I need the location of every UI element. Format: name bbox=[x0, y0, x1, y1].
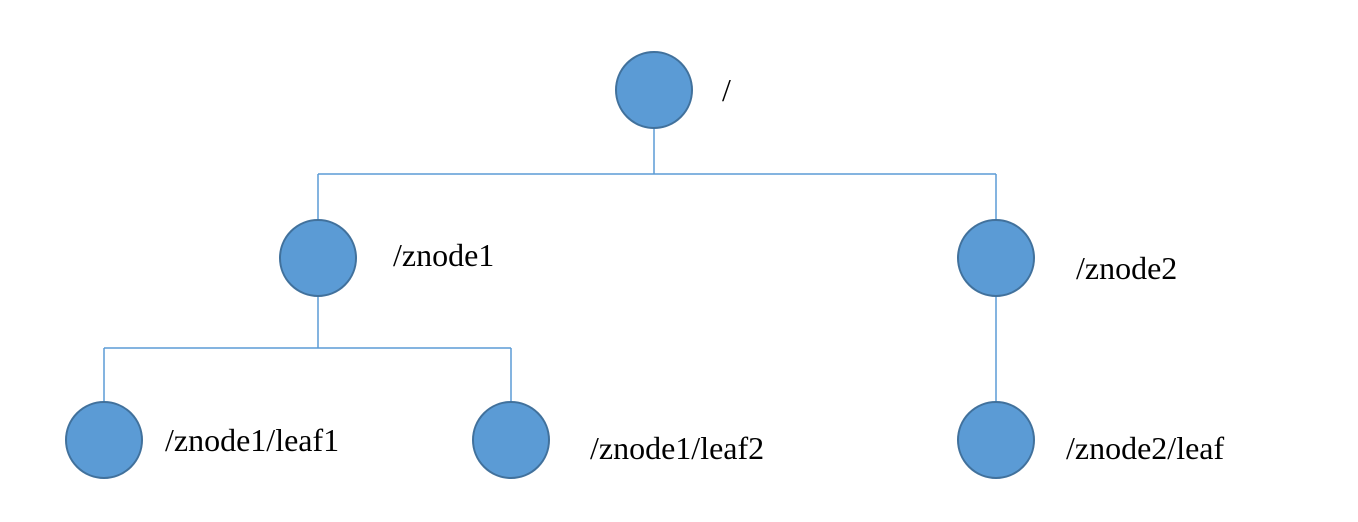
node-circle-znode1-leaf1 bbox=[65, 401, 143, 479]
node-znode2-leaf: /znode2/leaf bbox=[957, 401, 1224, 479]
node-circle-znode2-leaf bbox=[957, 401, 1035, 479]
connector-root-children bbox=[317, 128, 997, 220]
node-label-znode2-leaf: /znode2/leaf bbox=[1066, 430, 1224, 466]
node-label-znode2: /znode2 bbox=[1076, 250, 1177, 286]
node-circle-znode2 bbox=[957, 219, 1035, 297]
node-label-root: / bbox=[722, 72, 731, 108]
node-label-znode1-leaf1: /znode1/leaf1 bbox=[165, 422, 339, 458]
connectors bbox=[103, 128, 997, 402]
node-znode2: /znode2 bbox=[957, 219, 1177, 297]
node-label-znode1: /znode1 bbox=[393, 237, 494, 273]
node-znode1-leaf1: /znode1/leaf1 bbox=[65, 401, 339, 479]
node-znode1-leaf2: /znode1/leaf2 bbox=[472, 401, 764, 479]
node-circle-root bbox=[615, 51, 693, 129]
node-circle-znode1 bbox=[279, 219, 357, 297]
node-label-znode1-leaf2: /znode1/leaf2 bbox=[590, 430, 764, 466]
connector-znode1-children bbox=[103, 296, 512, 402]
node-znode1: /znode1 bbox=[279, 219, 494, 297]
node-circle-znode1-leaf2 bbox=[472, 401, 550, 479]
node-root: / bbox=[615, 51, 731, 129]
